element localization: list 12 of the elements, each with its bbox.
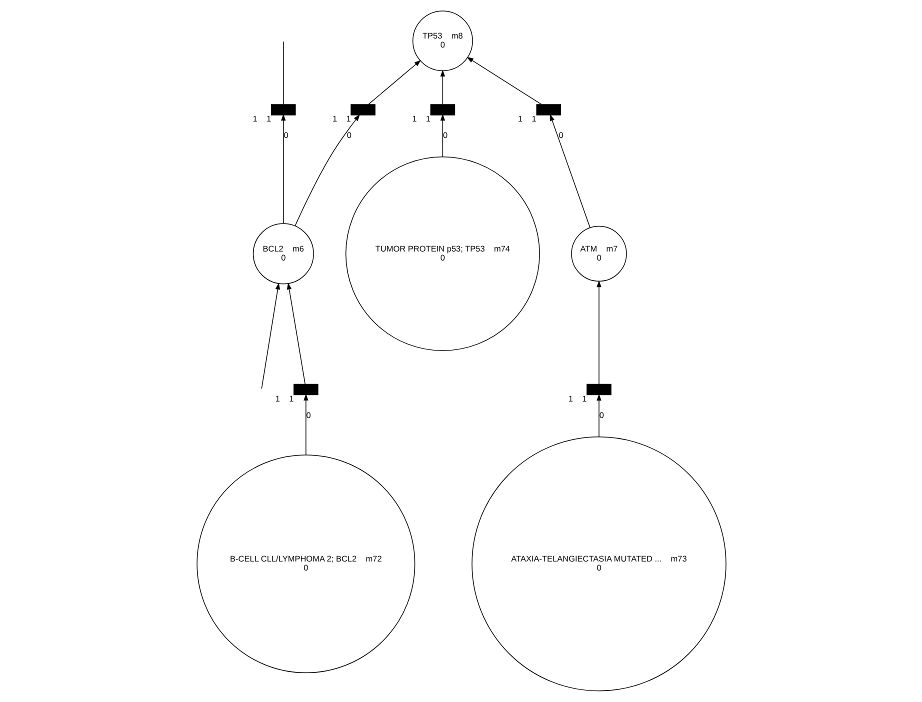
edge-label: 0: [306, 410, 310, 420]
node-label: 1 1: [568, 394, 586, 404]
node-label: 1 1: [252, 114, 271, 124]
node-label: 1 1: [274, 394, 294, 404]
edge-label: 0: [442, 131, 448, 140]
edge-label: 0: [346, 131, 351, 140]
node-label: 1 1: [412, 114, 430, 124]
edge-label: 0: [598, 410, 604, 420]
node-label: 1 1: [332, 114, 350, 124]
node-label: 1 1: [518, 114, 536, 124]
edge-label: 0: [283, 131, 288, 140]
edge-label: 0: [558, 131, 563, 140]
